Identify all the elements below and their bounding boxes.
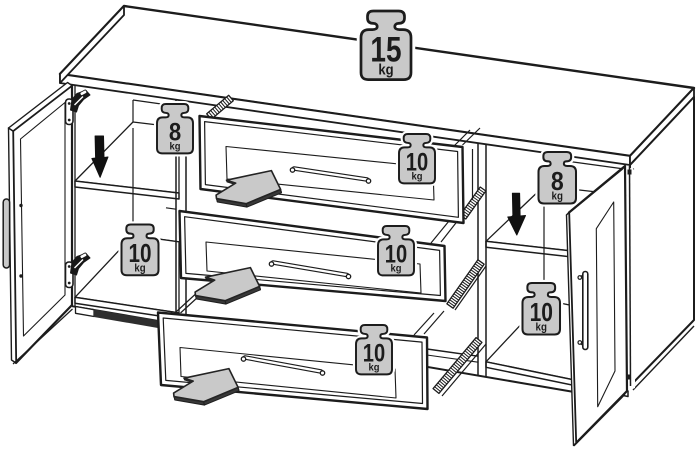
svg-text:8: 8 — [551, 168, 564, 197]
svg-text:kg: kg — [536, 322, 547, 334]
svg-text:kg: kg — [378, 62, 393, 78]
svg-text:kg: kg — [170, 141, 181, 153]
svg-text:kg: kg — [369, 362, 380, 374]
svg-text:10: 10 — [128, 239, 151, 268]
svg-text:10: 10 — [530, 298, 553, 328]
svg-text:10: 10 — [406, 147, 428, 176]
svg-text:10: 10 — [385, 239, 407, 268]
svg-text:kg: kg — [552, 191, 563, 203]
svg-text:10: 10 — [363, 338, 385, 367]
svg-text:kg: kg — [391, 263, 402, 275]
svg-text:8: 8 — [169, 119, 181, 147]
svg-text:15: 15 — [370, 29, 401, 69]
svg-text:kg: kg — [412, 171, 423, 183]
svg-text:kg: kg — [134, 263, 145, 275]
